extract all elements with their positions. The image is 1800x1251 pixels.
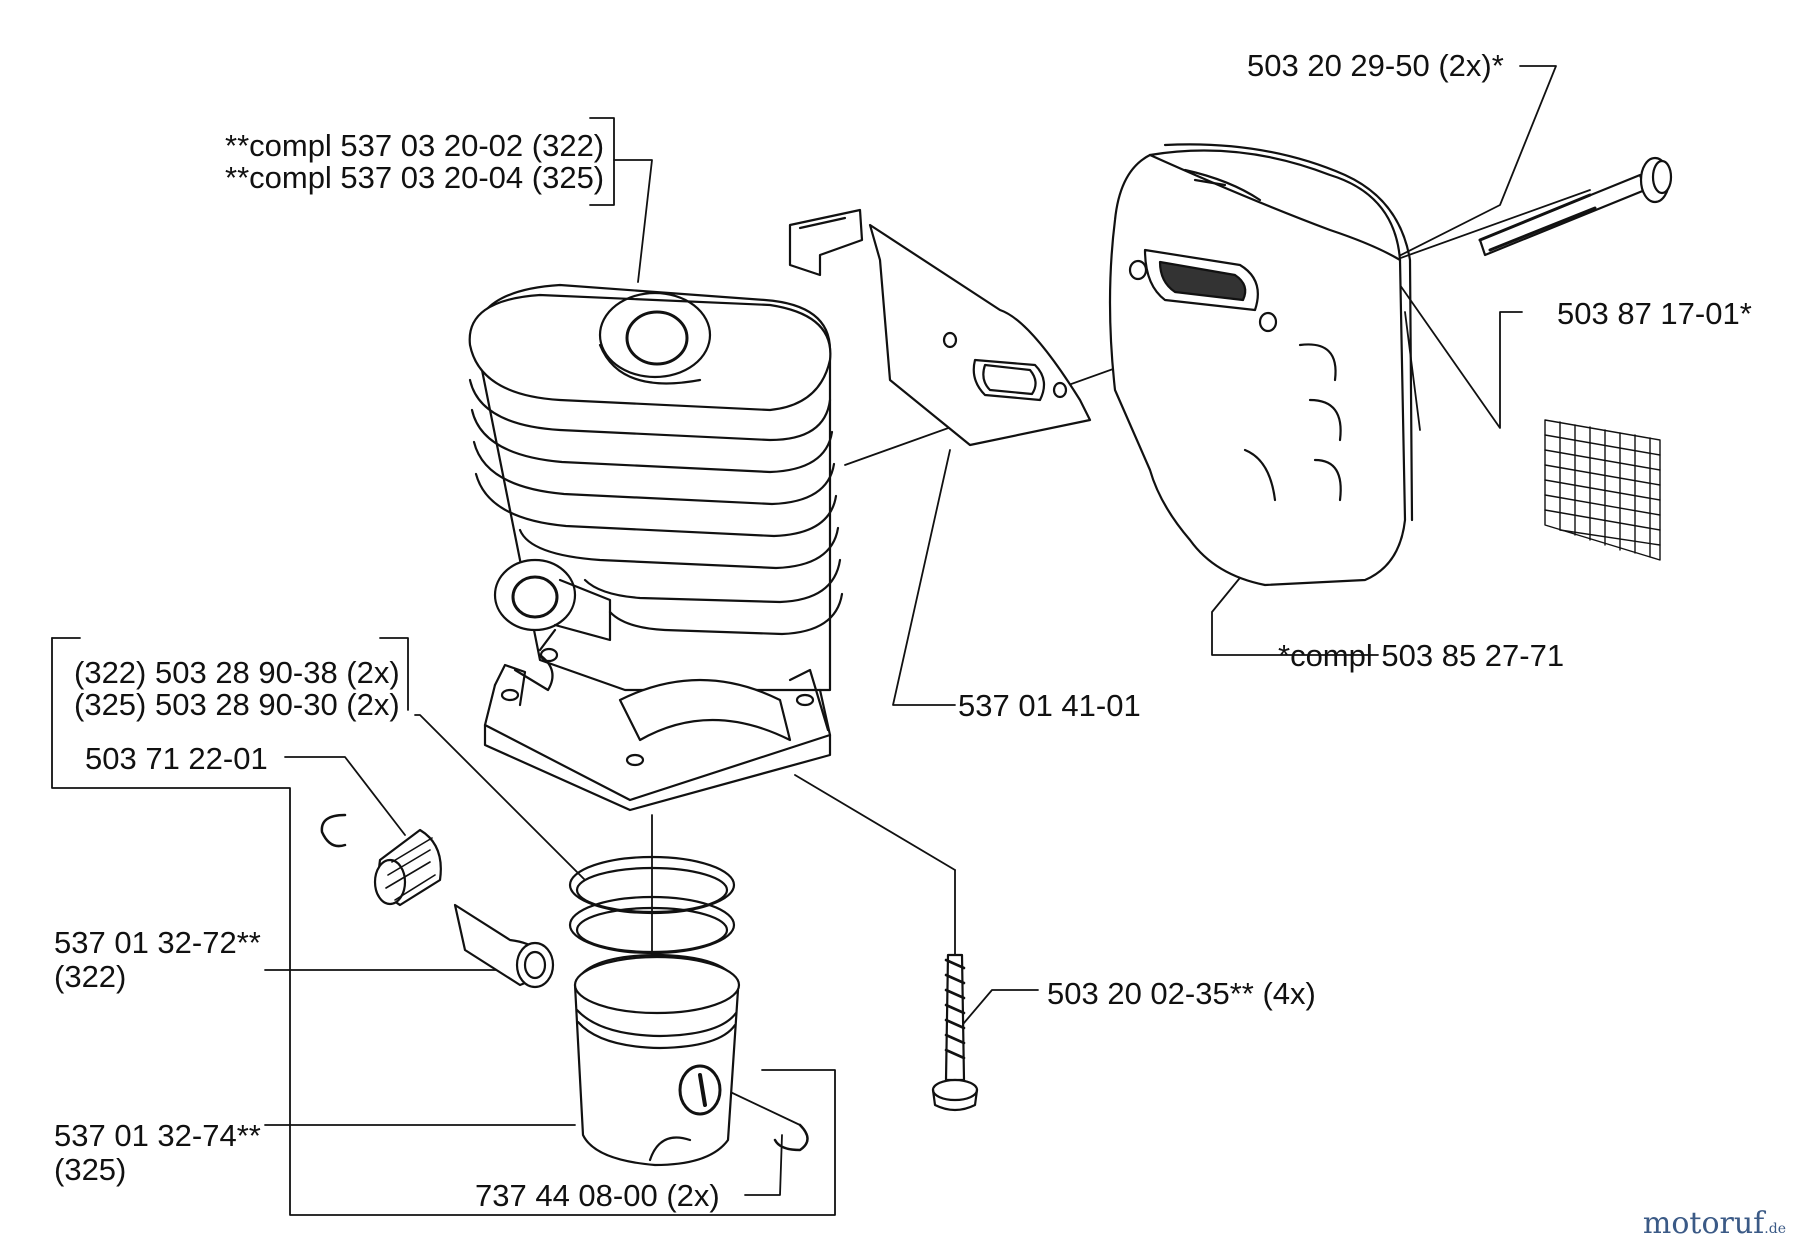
bolt [931, 953, 979, 1112]
circlip-right [773, 1123, 809, 1152]
piston-rings [568, 855, 736, 955]
label-gasket: 537 01 41-01 [958, 688, 1141, 723]
spark-arrestor-screen [1544, 419, 1661, 561]
label-bearing: 503 71 22-01 [85, 741, 268, 776]
circlip-left [320, 813, 347, 848]
label-bolt: 503 20 02-35** (4x) [1047, 976, 1316, 1011]
label-cylinder-322: **compl 537 03 20-02 (322) [225, 128, 605, 163]
cylinder [468, 283, 844, 812]
gasket [788, 208, 1092, 447]
wrist-pin [453, 903, 555, 989]
label-screen: 503 87 17-01* [1557, 296, 1752, 331]
label-piston-322-model: (322) [54, 959, 127, 994]
label-piston-325-model: (325) [54, 1152, 127, 1187]
label-cylinder-325: **compl 537 03 20-04 (325) [225, 160, 605, 195]
label-circlip: 737 44 08-00 (2x) [475, 1178, 720, 1213]
label-screw-top: 503 20 29-50 (2x)* [1247, 48, 1504, 83]
label-muffler: *compl 503 85 27-71 [1278, 638, 1565, 673]
label-piston-322: 537 01 32-72** [54, 925, 261, 960]
screw-long [1478, 156, 1673, 257]
muffler [1108, 143, 1414, 587]
watermark-logo: motoruf.de [1642, 1206, 1786, 1241]
label-ring-325: (325) 503 28 90-30 (2x) [74, 687, 400, 722]
label-ring-322: (322) 503 28 90-38 (2x) [74, 655, 400, 690]
piston [573, 953, 741, 1167]
needle-bearing [373, 828, 442, 907]
label-piston-325: 537 01 32-74** [54, 1118, 261, 1153]
